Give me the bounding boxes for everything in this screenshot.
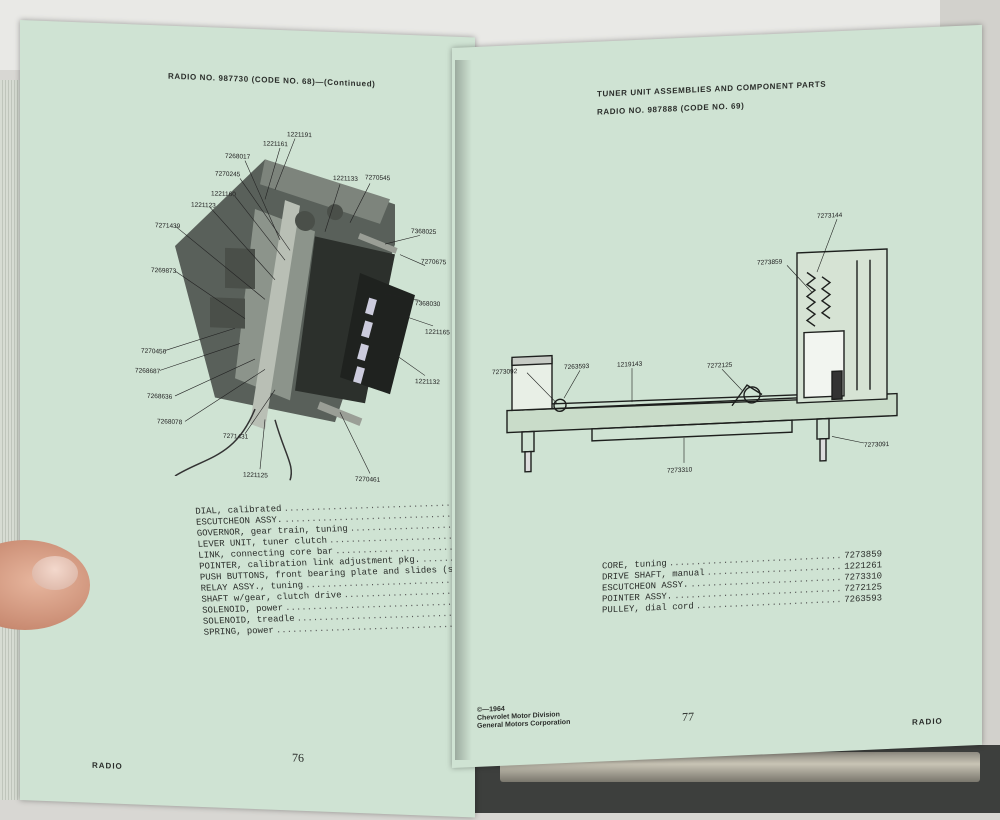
callout-label: 7268078 <box>157 418 183 426</box>
callout-label: 7270456 <box>141 348 167 356</box>
right-page-number: 77 <box>682 709 694 724</box>
callout-label: 7270461 <box>355 476 381 484</box>
left-callouts: 1221191 1221161 7268017 7270245 1221160 … <box>135 131 450 484</box>
thumbnail <box>32 556 78 590</box>
callout-label: 7273092 <box>492 368 518 376</box>
right-callouts: 7273144 7273859 7273092 7263593 1219143 … <box>492 212 890 475</box>
callout-label: 1221165 <box>425 329 450 337</box>
callout-label: 7271431 <box>223 433 249 441</box>
right-parts-list: CORE, tuning............................… <box>602 549 882 616</box>
radio-chassis-illustration: 1221191 1221161 7268017 7270245 1221160 … <box>135 131 450 484</box>
callout-label: 7368030 <box>415 300 441 308</box>
callout-label: 7272125 <box>707 362 733 370</box>
part-number: 7263593 <box>844 593 882 605</box>
copyright-block: ©—1964 Chevrolet Motor Division General … <box>477 703 570 731</box>
callout-label: 7273859 <box>757 259 783 267</box>
callout-label: 1221132 <box>415 378 440 386</box>
right-page-header-radio: RADIO NO. 987888 (CODE NO. 69) <box>597 101 745 117</box>
part-name: SPRING, power <box>203 625 275 638</box>
callout-label: 1221161 <box>263 140 288 148</box>
callout-label: 7268636 <box>147 393 173 401</box>
callout-label: 1219143 <box>617 361 643 369</box>
callout-label: 7273310 <box>667 466 693 474</box>
callout-label: 7270245 <box>215 170 241 178</box>
callout-label: 7270675 <box>421 258 447 266</box>
callout-label: 7368025 <box>411 228 437 236</box>
callout-label: 1221125 <box>243 472 268 480</box>
callout-label: 7273144 <box>817 212 843 220</box>
left-page: RADIO NO. 987730 (CODE NO. 68)—(Continue… <box>20 20 542 818</box>
tuner-unit-diagram: 7273144 7273859 7273092 7263593 1219143 … <box>492 212 898 475</box>
left-page-header: RADIO NO. 987730 (CODE NO. 68)—(Continue… <box>168 71 376 89</box>
right-footer-word: RADIO <box>912 716 943 727</box>
callout-label: 7263593 <box>564 363 590 371</box>
right-page: TUNER UNIT ASSEMBLIES AND COMPONENT PART… <box>452 24 982 769</box>
callout-label: 7270545 <box>365 174 391 182</box>
callout-label: 7269873 <box>151 267 177 275</box>
callout-label: 7268017 <box>225 153 251 161</box>
left-page-number: 76 <box>292 750 304 765</box>
callout-label: 1221191 <box>287 131 312 139</box>
callout-label: 1221160 <box>211 190 236 198</box>
callout-label: 7271439 <box>155 222 181 230</box>
callout-label: 1221123 <box>191 202 216 210</box>
callout-label: 1221133 <box>333 175 358 183</box>
left-footer-word: RADIO <box>92 760 123 771</box>
book-gutter-shadow <box>455 60 483 760</box>
callout-label: 7273091 <box>864 441 890 449</box>
left-parts-list: DIAL, calibrated........................… <box>195 498 542 639</box>
callout-label: 7268687 <box>135 367 161 375</box>
right-page-header-title: TUNER UNIT ASSEMBLIES AND COMPONENT PART… <box>597 79 827 99</box>
